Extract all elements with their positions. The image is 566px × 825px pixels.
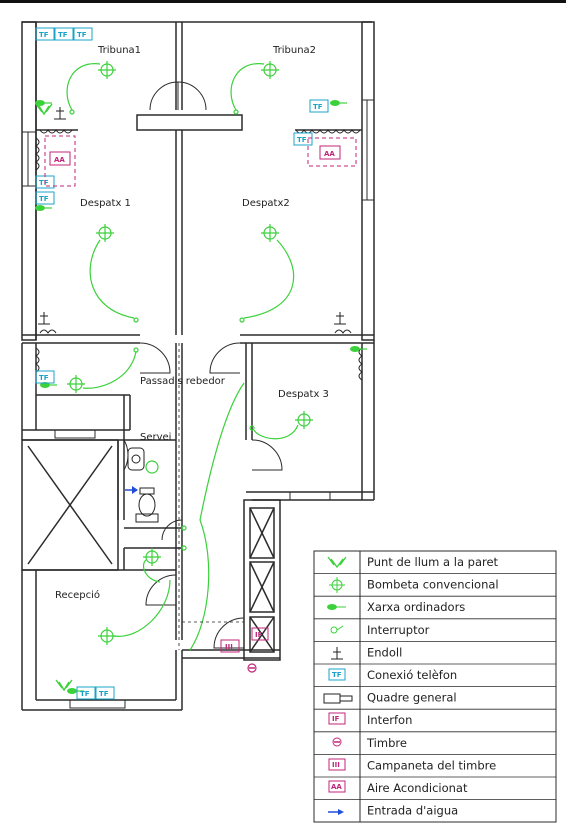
intercom-label: IF (255, 631, 263, 639)
room-label-despatx2: Despatx2 (242, 198, 290, 209)
legend-label: Interfon (367, 713, 412, 727)
tf-label: TF (39, 31, 49, 39)
tf-label: TF (39, 195, 49, 203)
svg-text:III: III (332, 761, 340, 769)
room-label-despatx1: Despatx 1 (80, 198, 131, 209)
room-label-passadis: Passadis rebedor (140, 376, 226, 387)
legend-label: Conexió telèfon (367, 668, 457, 682)
room-labels: Tribuna1 Tribuna2 Despatx 1 Despatx2 Des… (55, 45, 329, 601)
switch-icon (330, 625, 344, 634)
doors (123, 81, 283, 649)
svg-text:TF: TF (332, 671, 342, 679)
panel-icon (323, 693, 353, 704)
tf-label: TF (80, 690, 90, 698)
legend-icons: TF IF III AA (323, 556, 353, 815)
windows (22, 99, 374, 709)
toilet-icon (127, 447, 159, 523)
legend-label: Xarxa ordinadors (367, 600, 465, 614)
water-inlet-icon (125, 486, 138, 494)
tf-label: TF (99, 690, 109, 698)
water-icon (328, 809, 344, 815)
ac-icon: AA (328, 780, 346, 793)
tf-label: TF (58, 31, 68, 39)
svg-text:AA: AA (331, 783, 342, 791)
legend-label: Quadre general (367, 691, 457, 705)
tf-label: TF (77, 31, 87, 39)
legend-label: Bombeta convencional (367, 578, 499, 592)
legend-label: Entrada d'aigua (367, 804, 458, 818)
room-label-servei: Servei (140, 432, 171, 443)
tf-label: TF (313, 103, 323, 111)
tf-label: TF (39, 179, 49, 187)
network-icon (327, 604, 346, 610)
bulbs (66, 60, 314, 646)
legend-label: Punt de llum a la paret (367, 555, 499, 569)
tf-label: TF (297, 136, 307, 144)
phone-icon: TF (328, 668, 346, 681)
phone-boxes: TF TF TF TF TF TF TF TF TF TF (35, 27, 329, 700)
walls (21, 21, 375, 711)
chime-icon: III (328, 758, 346, 771)
entrance-devices: III IF (220, 627, 269, 673)
dashed-lines (178, 343, 244, 650)
legend-label: Interruptor (367, 623, 430, 637)
legend-label: Endoll (367, 645, 402, 659)
radiators (35, 129, 363, 381)
tf-label: TF (39, 374, 49, 382)
room-label-despatx3: Despatx 3 (278, 389, 329, 400)
chime-label: III (225, 643, 233, 651)
room-label-tribuna2: Tribuna2 (272, 45, 316, 56)
room-label-tribuna1: Tribuna1 (97, 45, 141, 56)
svg-text:IF: IF (332, 715, 340, 723)
legend-label: Aire Acondicionat (367, 781, 468, 795)
wall-light-icon (327, 556, 347, 569)
ac-units: AA AA (44, 135, 357, 187)
switch-wiring (66, 63, 299, 651)
bulb-icon (329, 577, 345, 593)
room-label-recepcio: Recepció (55, 589, 100, 601)
legend-label: Campaneta del timbre (367, 758, 496, 772)
doorbell-icon (332, 737, 342, 747)
legend-label: Timbre (366, 736, 407, 750)
doorbell-icon (247, 663, 257, 673)
aa-label: AA (324, 150, 335, 158)
socket-icon (331, 647, 343, 660)
service-bulb-icon (145, 460, 159, 474)
intercom-icon: IF (328, 712, 346, 725)
aa-label: AA (54, 156, 65, 164)
